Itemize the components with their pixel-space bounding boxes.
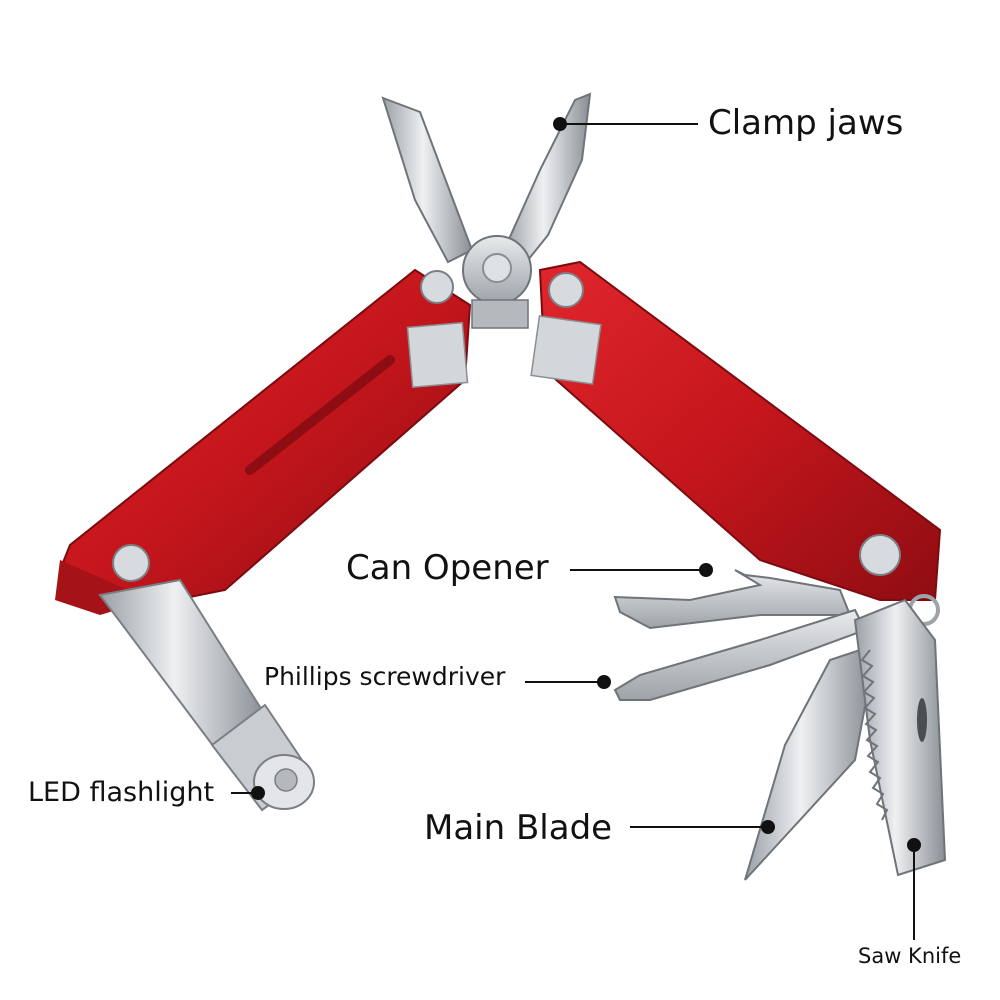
led-flashlight <box>98 578 315 812</box>
can-opener <box>613 569 852 630</box>
label-can-opener: Can Opener <box>346 548 549 588</box>
leader-dot-can-opener <box>699 563 713 577</box>
label-led-flashlight: LED flashlight <box>28 777 215 808</box>
label-phillips-screwdriver: Phillips screwdriver <box>264 662 506 691</box>
main-blade <box>744 648 872 881</box>
label-main-blade: Main Blade <box>424 808 613 848</box>
clamp-jaws <box>381 92 592 329</box>
leader-lines <box>231 117 921 940</box>
leader-dot-clamp-jaws <box>553 117 567 131</box>
label-saw-knife: Saw Knife <box>858 944 962 968</box>
leader-dot-main-blade <box>761 820 775 834</box>
leader-dot-phillips <box>597 675 611 689</box>
leader-dot-saw-knife <box>907 838 921 852</box>
label-clamp-jaws: Clamp jaws <box>708 103 904 143</box>
leader-dot-led <box>251 786 265 800</box>
saw-knife <box>853 598 947 877</box>
